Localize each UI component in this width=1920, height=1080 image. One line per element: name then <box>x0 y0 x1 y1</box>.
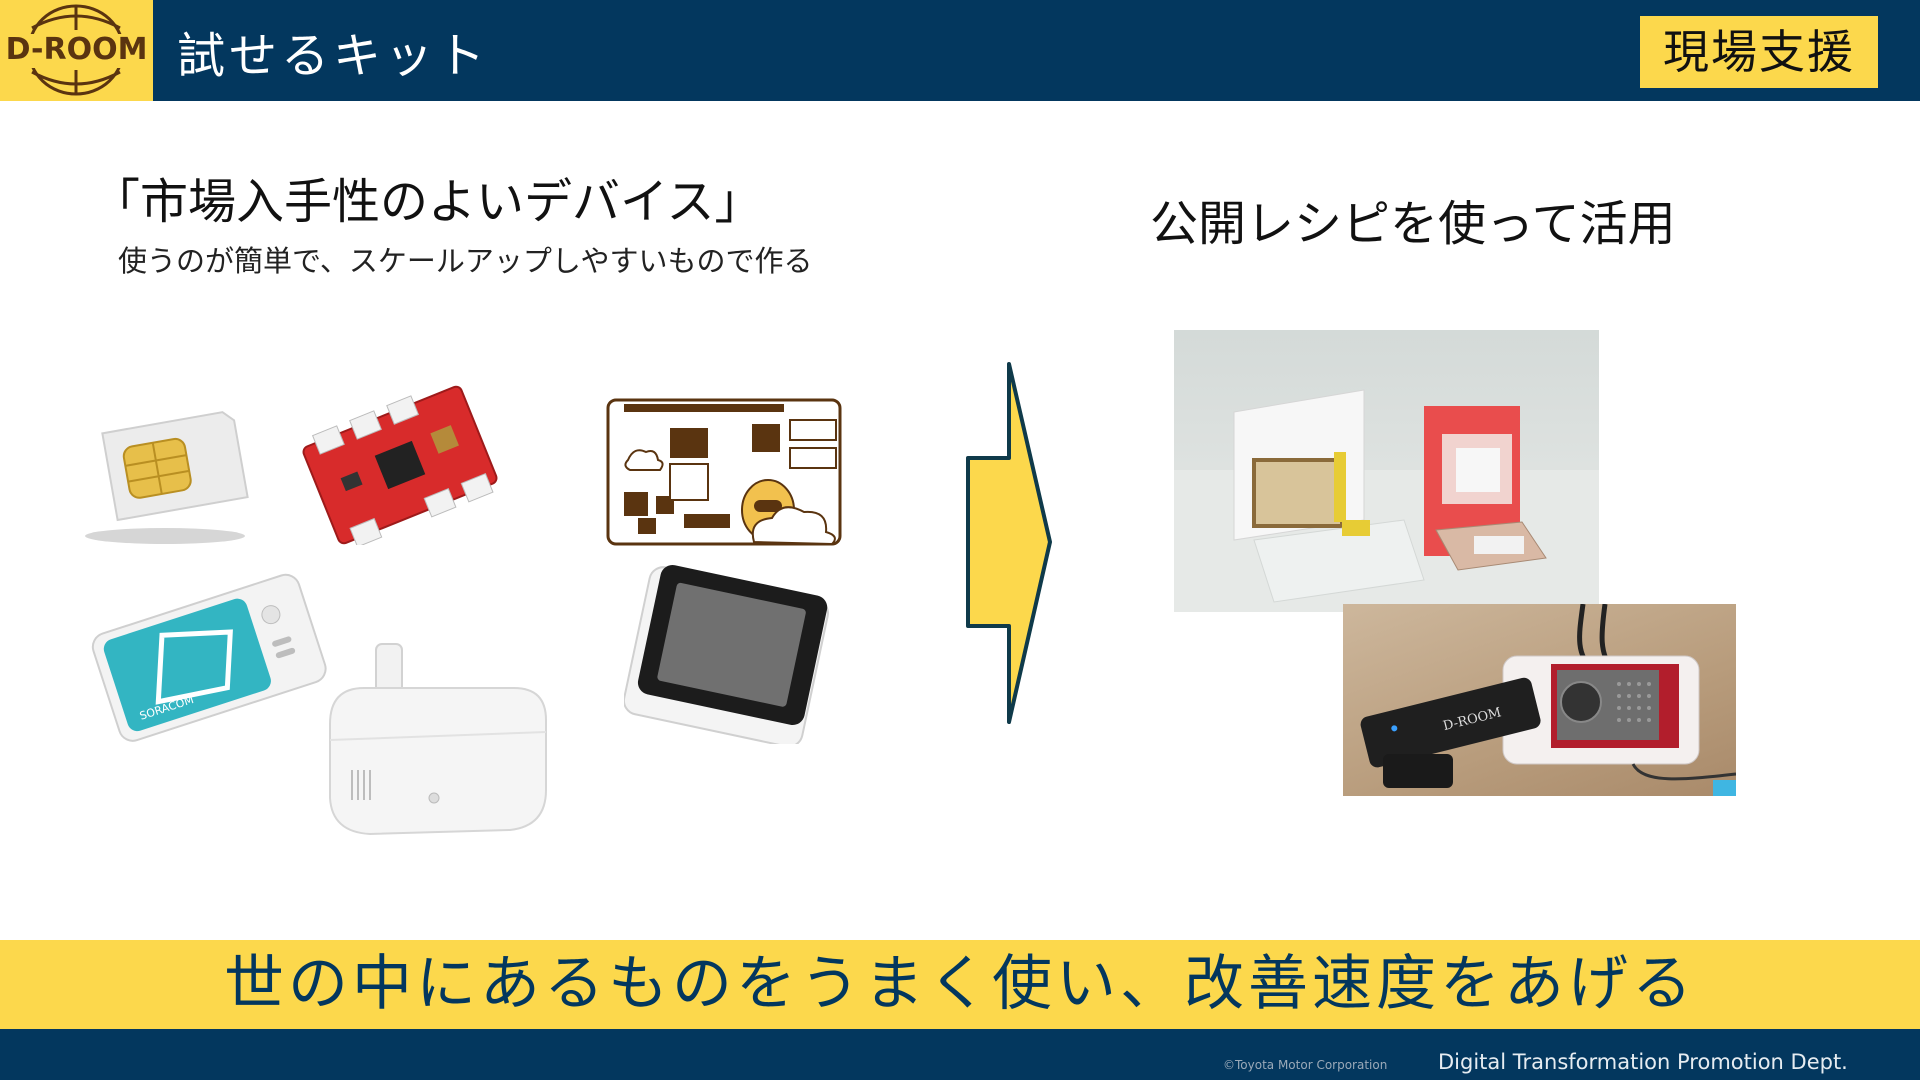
category-badge: 現場支援 <box>1640 16 1878 88</box>
microcontroller-board-image <box>302 385 498 545</box>
logo-text: D-ROOM <box>5 32 148 67</box>
single-board-computer-illustration <box>606 398 842 546</box>
left-subheading: 使うのが簡単で、スケールアップしやすいもので作る <box>118 244 813 278</box>
raspberry-pi-kit-photo: D-ROOM <box>1343 604 1736 796</box>
gps-tracker-device-image: SORACOM <box>91 573 327 742</box>
right-heading: 公開レシピを使って活用 <box>1150 196 1676 252</box>
page-title: 試せるキット <box>177 28 490 84</box>
department-name: Digital Transformation Promotion Dept. <box>1438 1050 1848 1074</box>
logo-globe-icon <box>6 4 147 96</box>
left-heading: 「市場入手性のよいデバイス」 <box>92 174 763 230</box>
wifi-router-image <box>329 643 547 836</box>
prototype-jig-photo <box>1174 330 1599 612</box>
touchscreen-device-image <box>624 565 829 744</box>
footer-bar <box>0 1029 1920 1080</box>
header-bar: D-ROOM 試せるキット 現場支援 <box>0 0 1920 101</box>
footer-banner: 世の中にあるものをうまく使い、改善速度をあげる <box>0 940 1920 1029</box>
copyright-text: ©Toyota Motor Corporation <box>1223 1058 1388 1072</box>
arrow-right-icon <box>966 362 1052 724</box>
d-room-logo: D-ROOM <box>0 0 153 101</box>
footer-slogan: 世の中にあるものをうまく使い、改善速度をあげる <box>224 949 1696 1019</box>
sim-card-image <box>85 411 249 544</box>
